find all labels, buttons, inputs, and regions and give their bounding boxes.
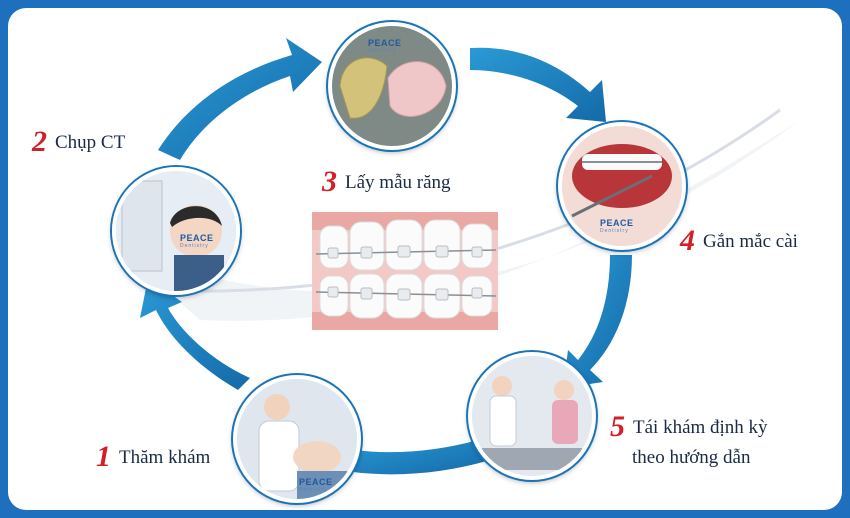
brand-sub: Dentistry [299, 487, 328, 493]
step-text-line2: theo hướng dẫn [632, 447, 751, 468]
arrow-3-to-4 [470, 47, 606, 123]
step-3-label: 3 Lấy mẫu răng [322, 163, 451, 201]
step-text: Lấy mẫu răng [345, 172, 451, 193]
braces-mouth-illustration [562, 126, 682, 246]
step-2-label: 2 Chụp CT [32, 123, 125, 161]
step-text-line1: Tái khám định kỳ [633, 417, 768, 438]
step-number: 5 [610, 410, 625, 443]
brand-name: PEACE [368, 38, 402, 48]
impression-illustration [332, 26, 452, 146]
arrow-4-to-5 [563, 255, 632, 388]
step-number: 4 [680, 224, 695, 257]
cycle-arrows [140, 38, 632, 475]
brand-sub: Dentistry [600, 228, 629, 234]
brand-sub: Dentistry [368, 48, 397, 54]
step-text: Thăm khám [119, 447, 211, 468]
step-5-label: 5 Tái khám định kỳ [610, 408, 768, 446]
brand-sub: Dentistry [180, 243, 209, 249]
step-number: 3 [322, 165, 337, 198]
ct-scanner-illustration [116, 171, 236, 291]
step-4-label: 4 Gắn mắc cài [680, 222, 798, 260]
follow-up-illustration [472, 356, 592, 476]
brand-name: PEACE [600, 218, 634, 228]
brand-name: PEACE [180, 233, 214, 243]
step-5-label-line2: theo hướng dẫn [632, 446, 751, 470]
step-number: 2 [32, 125, 47, 158]
examination-illustration [237, 379, 357, 499]
brand-name: PEACE [299, 477, 333, 487]
arrow-5-to-1 [340, 440, 490, 475]
arrow-1-to-2 [140, 278, 250, 390]
step-text: Chụp CT [55, 132, 126, 153]
step-1-label: 1 Thăm khám [96, 438, 210, 476]
photo-follow-up [468, 352, 596, 480]
teeth-braces-image [312, 212, 498, 330]
step-number: 1 [96, 440, 111, 473]
arrow-2-to-3 [158, 38, 322, 160]
step-text: Gắn mắc cài [703, 231, 798, 252]
